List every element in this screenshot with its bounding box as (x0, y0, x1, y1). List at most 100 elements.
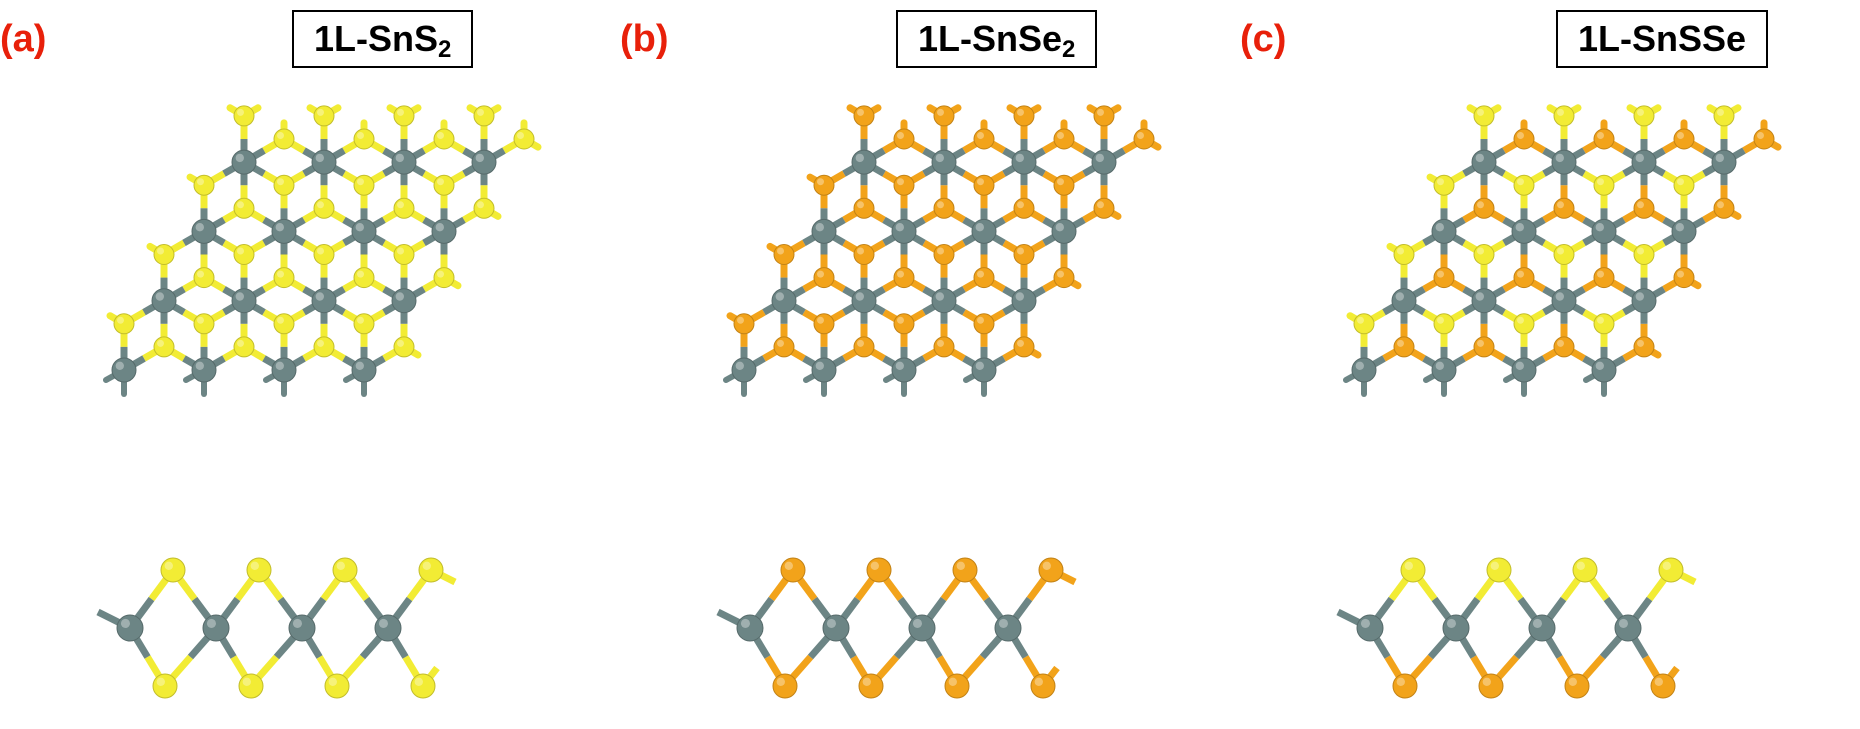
bottom-chalcogen-atom-6-highlight (357, 270, 364, 278)
top-chalcogen-atom-8-highlight (1437, 178, 1444, 186)
bottom-chalcogen-atom-11-highlight (477, 201, 484, 209)
side-sn-atom-1-highlight (206, 618, 216, 628)
top-chalcogen-atom-14 (1013, 105, 1035, 127)
side-sn-atom-0-highlight (740, 618, 750, 628)
top-chalcogen-atom-5-highlight (857, 247, 864, 255)
top-chalcogen-atom-3-highlight (977, 316, 984, 324)
top-chalcogen-atom-4-highlight (1397, 247, 1404, 255)
panel-a: (a) 1L-SnS2 (0, 0, 620, 729)
bottom-chalcogen-atom-5 (273, 267, 295, 289)
top-chalcogen-atom-6 (1553, 244, 1575, 265)
sn-atom-3 (1591, 357, 1617, 383)
side-sn-atom-3 (994, 614, 1022, 642)
top-chalcogen-atom-2 (273, 313, 295, 335)
top-chalcogen-atom-8-highlight (197, 178, 204, 186)
bottom-chalcogen-atom-8-highlight (857, 201, 864, 209)
bottom-chalcogen-atom-5-highlight (1517, 270, 1524, 278)
sn-atom-1 (811, 357, 837, 383)
top-chalcogen-atom-11 (1053, 174, 1075, 196)
side-top-atom-3 (1038, 557, 1064, 583)
top-chalcogen-atom-15-highlight (1717, 108, 1724, 116)
bottom-chalcogen-atom-8 (853, 197, 875, 219)
side-sn-atom-1-highlight (826, 618, 836, 628)
sn-atom-11-highlight (435, 223, 444, 232)
bottom-chalcogen-atom-10-highlight (397, 201, 404, 209)
sn-atom-4-highlight (155, 292, 164, 301)
side-sn-atom-3 (1614, 614, 1642, 642)
top-chalcogen-atom-6 (933, 244, 955, 265)
sn-atom-15-highlight (475, 153, 484, 163)
side-top-atom-3-highlight (422, 561, 431, 570)
top-chalcogen-atom-10 (353, 174, 375, 196)
side-sn-atom-0-highlight (1360, 618, 1370, 628)
bottom-chalcogen-atom-3-highlight (397, 339, 404, 347)
panel-letter-c: (c) (1240, 18, 1287, 60)
top-view-structure-c (1343, 104, 1782, 397)
side-view-structure-b (716, 557, 1077, 699)
bottom-chalcogen-atom-7-highlight (1677, 270, 1684, 278)
sn-atom-6-highlight (1555, 292, 1564, 301)
bottom-chalcogen-atom-3-highlight (1637, 339, 1644, 347)
sn-atom-9 (271, 218, 297, 244)
bottom-chalcogen-atom-7 (1053, 267, 1075, 289)
panel-letter-a: (a) (0, 18, 47, 60)
sn-atom-0 (1351, 357, 1377, 383)
side-bottom-atom-3-highlight (1034, 677, 1043, 686)
bottom-chalcogen-atom-6-highlight (1597, 270, 1604, 278)
top-chalcogen-atom-5 (1473, 244, 1495, 265)
bottom-chalcogen-atom-3 (1013, 336, 1035, 358)
top-chalcogen-atom-11-highlight (437, 178, 444, 186)
top-chalcogen-atom-1-highlight (197, 316, 204, 324)
top-chalcogen-atom-9 (273, 174, 295, 196)
sn-atom-12-highlight (855, 153, 864, 163)
top-chalcogen-atom-2-highlight (897, 316, 904, 324)
sn-atom-12 (231, 149, 257, 175)
top-chalcogen-atom-2-highlight (1517, 316, 1524, 324)
top-chalcogen-atom-7 (393, 244, 415, 265)
bottom-chalcogen-atom-0-highlight (1397, 339, 1404, 347)
bottom-chalcogen-atom-15 (1133, 128, 1155, 150)
side-bottom-atom-2 (1564, 673, 1590, 699)
sn-atom-1-highlight (1435, 361, 1444, 370)
bottom-chalcogen-atom-1 (1473, 336, 1495, 358)
side-bottom-atom-2-highlight (948, 677, 957, 686)
side-bottom-atom-3 (1030, 673, 1056, 699)
sn-atom-2-highlight (895, 361, 904, 370)
side-sn-atom-1 (202, 614, 230, 642)
top-chalcogen-atom-8 (1433, 174, 1455, 196)
bottom-chalcogen-atom-15-highlight (517, 132, 524, 139)
top-chalcogen-atom-6-highlight (1557, 247, 1564, 255)
top-chalcogen-atom-14-highlight (397, 108, 404, 116)
bottom-chalcogen-atom-6 (1593, 267, 1615, 289)
side-top-atom-1-highlight (250, 561, 259, 570)
side-bottom-atom-0-highlight (776, 677, 785, 686)
top-chalcogen-atom-2 (1513, 313, 1535, 335)
bottom-chalcogen-atom-13 (1593, 128, 1615, 150)
top-chalcogen-atom-10 (973, 174, 995, 196)
top-chalcogen-atom-3 (973, 313, 995, 335)
sn-atom-9-highlight (1515, 223, 1524, 232)
side-sn-atom-3-highlight (1618, 618, 1628, 628)
top-chalcogen-atom-15 (1093, 105, 1115, 127)
top-chalcogen-atom-4 (153, 244, 175, 265)
sn-atom-2 (1511, 357, 1537, 383)
sn-atom-6 (311, 288, 337, 314)
side-bottom-atom-3-highlight (1654, 677, 1663, 686)
top-chalcogen-atom-0 (733, 313, 755, 335)
top-chalcogen-atom-9-highlight (897, 178, 904, 186)
bottom-chalcogen-atom-10 (1013, 197, 1035, 219)
sn-atom-14 (1011, 149, 1037, 175)
top-chalcogen-atom-3-highlight (1597, 316, 1604, 324)
side-top-atom-2 (332, 557, 358, 583)
bottom-chalcogen-atom-12 (1513, 128, 1535, 150)
panel-title-c: 1L-SnSSe (1556, 10, 1769, 68)
panel-title-a-main: 1L-SnS (314, 18, 439, 59)
bottom-chalcogen-atom-3 (1633, 336, 1655, 358)
sn-atom-9 (891, 218, 917, 244)
bottom-chalcogen-atom-0-highlight (777, 339, 784, 347)
bottom-chalcogen-atom-10 (393, 197, 415, 219)
top-chalcogen-atom-11-highlight (1677, 178, 1684, 186)
bottom-chalcogen-atom-7-highlight (1057, 270, 1064, 278)
bottom-chalcogen-atom-8 (233, 197, 255, 219)
bottom-chalcogen-atom-0-highlight (157, 339, 164, 347)
